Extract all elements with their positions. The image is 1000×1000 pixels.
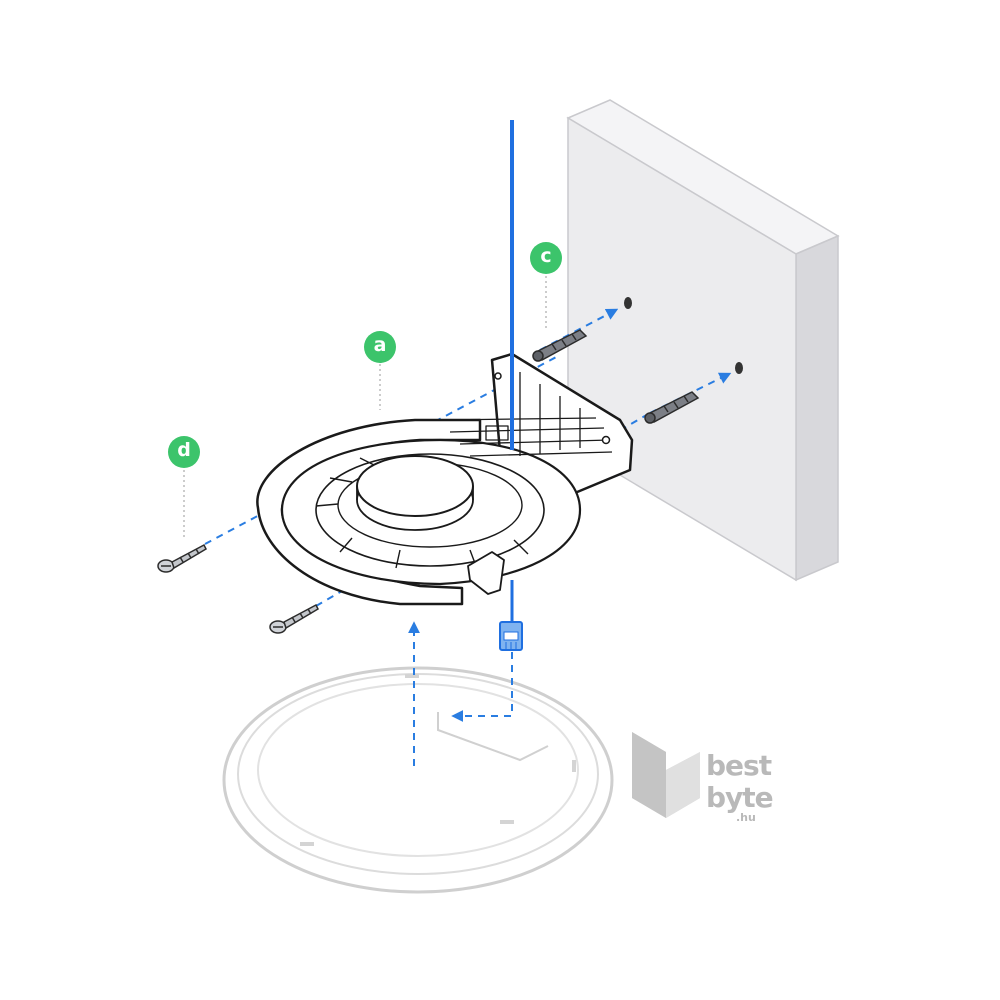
wall (566, 99, 840, 582)
guide-cable-route (451, 652, 513, 722)
screw-icon (269, 603, 319, 634)
ethernet-connector-icon (499, 621, 523, 651)
wall-hole-upper (624, 297, 632, 309)
wall-face (567, 116, 797, 582)
screw-icon (157, 543, 207, 573)
network-cable (499, 120, 523, 651)
bestbyte-logo-mark (632, 732, 700, 818)
callout-d: d (168, 436, 200, 468)
mounting-bracket-icon (256, 352, 634, 606)
wall-anchor-icon (532, 329, 588, 362)
callout-leaders (183, 276, 547, 540)
watermark-line2: byte (706, 781, 774, 814)
callout-a: a (364, 331, 396, 363)
wall-side-face (795, 234, 839, 582)
wall-anchor-icon (644, 391, 700, 424)
ceiling-cover-ring-icon (222, 666, 614, 894)
watermark-suffix: .hu (736, 811, 756, 824)
callout-c: c (530, 242, 562, 274)
wall-hole-lower (735, 362, 743, 374)
watermark-line1: best (706, 749, 772, 782)
